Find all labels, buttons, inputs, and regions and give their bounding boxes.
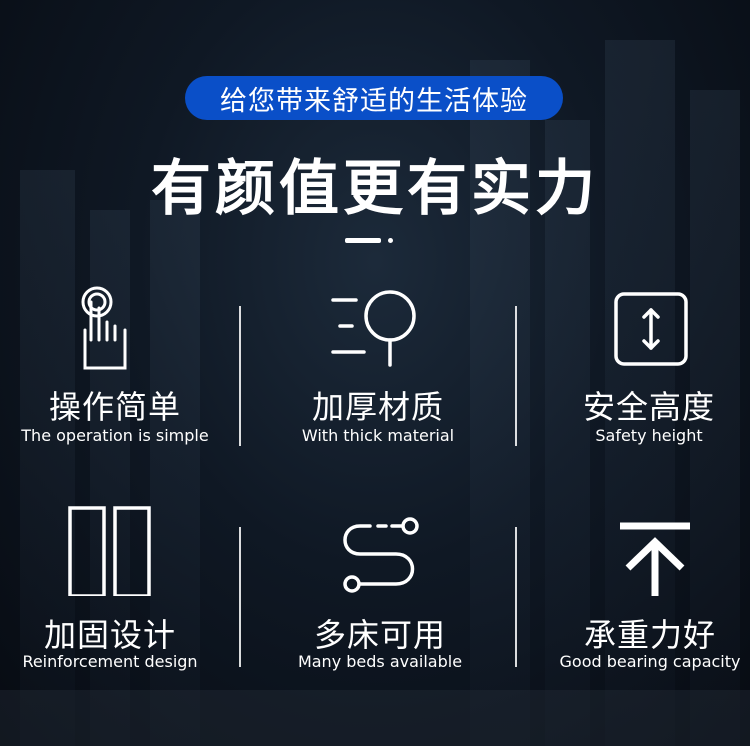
headline-underline	[345, 238, 395, 244]
feature-title: 加固设计	[43, 616, 176, 654]
separator	[239, 527, 241, 667]
separator	[515, 527, 517, 667]
double-panel-icon	[60, 506, 160, 598]
tagline-text: 给您带来舒适的生活体验	[220, 85, 528, 117]
feature-subtitle: Reinforcement design	[22, 652, 198, 671]
feature-subtitle: With thick material	[301, 426, 455, 445]
magnifier-lines-icon	[328, 280, 428, 370]
route-path-icon	[330, 506, 430, 596]
headline: 有颜值更有实力	[151, 154, 599, 224]
upload-arrow-icon	[600, 506, 700, 598]
feature-subtitle: Good bearing capacity	[559, 652, 741, 671]
feature-title: 加厚材质	[311, 388, 444, 426]
feature-title: 承重力好	[583, 616, 716, 654]
feature-subtitle: Many beds available	[297, 652, 463, 671]
height-arrow-box-icon	[599, 280, 699, 370]
feature-title: 安全高度	[582, 388, 715, 426]
feature-subtitle: The operation is simple	[21, 426, 209, 445]
touch-finger-icon	[65, 280, 165, 370]
feature-title: 多床可用	[313, 616, 446, 654]
separator	[239, 306, 241, 446]
feature-title: 操作简单	[48, 388, 181, 426]
feature-subtitle: Safety height	[595, 426, 703, 445]
tagline-pill: 给您带来舒适的生活体验	[185, 76, 563, 120]
separator	[515, 306, 517, 446]
